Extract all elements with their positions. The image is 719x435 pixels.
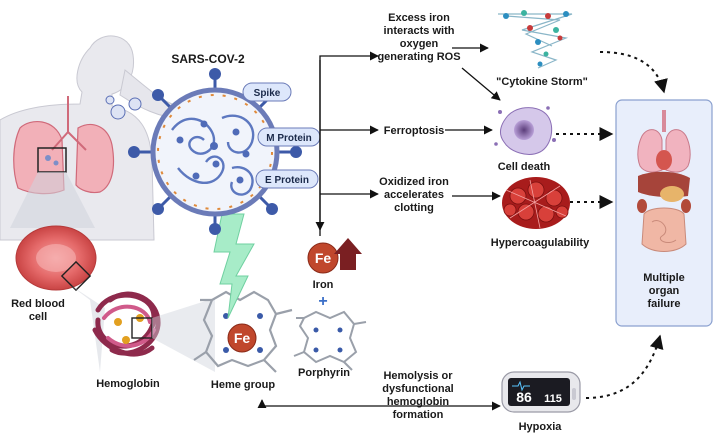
hemolysis-pathway-label: Hemolysis or dysfunctional hemoglobin fo… xyxy=(382,370,454,421)
m-protein-label: M Protein xyxy=(266,133,312,144)
heme-fe-label: Fe xyxy=(234,330,251,346)
ros-pathway-label: Excess iron interacts with oxygen genera… xyxy=(377,12,461,63)
organs-illustration xyxy=(637,110,691,252)
e-protein-label: E Protein xyxy=(265,175,309,186)
spike-pill: Spike xyxy=(242,82,292,102)
multiple-organ-failure-label: Multiple organ failure xyxy=(643,272,685,310)
plus-sign: + xyxy=(318,293,327,310)
oximeter-spo2-value: 86 xyxy=(516,389,532,405)
hypoxia-label: Hypoxia xyxy=(519,421,563,433)
human-figure-illustration xyxy=(0,35,181,241)
porphyrin-illustration xyxy=(293,310,367,371)
iron-fe-label: Fe xyxy=(315,250,332,266)
heme-group-illustration: Fe xyxy=(193,290,293,373)
cytokine-storm-icon xyxy=(498,13,573,69)
cytokine-storm-label: "Cytokine Storm" xyxy=(496,76,588,88)
cell-death-label: Cell death xyxy=(498,161,551,173)
dead-cell-icon xyxy=(494,106,556,155)
increase-arrow-icon xyxy=(334,238,362,270)
hypercoagulability-label: Hypercoagulability xyxy=(491,237,590,249)
hemoglobin-illustration xyxy=(92,291,215,372)
m-protein-pill: M Protein xyxy=(257,127,321,147)
sars-cov-2-virus-illustration xyxy=(128,68,302,235)
red-blood-cell-label: Red blood cell xyxy=(11,298,65,323)
branch-arrows xyxy=(257,43,501,411)
iron-fe-atom xyxy=(307,242,339,274)
iron-label: Iron xyxy=(313,279,334,291)
cytokine-dots xyxy=(503,10,569,67)
red-blood-cell-illustration xyxy=(15,225,105,372)
virus-title: SARS-COV-2 xyxy=(171,52,245,66)
lightning-bolt-icon xyxy=(213,213,255,319)
clotting-pathway-label: Oxidized iron accelerates clotting xyxy=(379,176,449,214)
pulse-oximeter-icon: 86 115 xyxy=(501,371,581,413)
hemoglobin-label: Hemoglobin xyxy=(96,378,160,390)
porphyrin-label: Porphyrin xyxy=(298,367,350,379)
e-protein-pill: E Protein xyxy=(255,169,319,189)
blood-clot-icon xyxy=(502,177,570,229)
ferroptosis-label: Ferroptosis xyxy=(384,125,445,137)
heme-group-label: Heme group xyxy=(211,379,275,391)
heme-fe-atom xyxy=(227,323,257,353)
oximeter-pr-value: 115 xyxy=(544,393,562,405)
spike-label: Spike xyxy=(254,88,281,99)
